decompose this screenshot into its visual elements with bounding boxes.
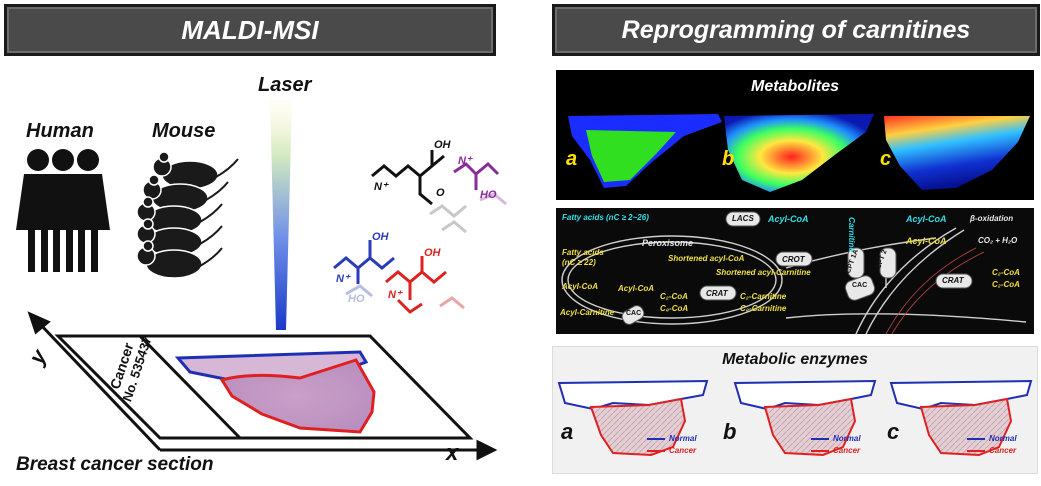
cac-2: CAC: [852, 282, 868, 289]
svg-text:OH: OH: [372, 231, 390, 243]
co2-h2o: CO₂ + H₂O: [978, 236, 1018, 245]
acyl-coa-3: Acyl-CoA: [906, 236, 947, 246]
svg-text:N⁺: N⁺: [336, 273, 351, 285]
legend-normal-c: Normal: [989, 434, 1017, 443]
c2-carnitine: C₂-Carnitine: [740, 292, 787, 301]
acyl-coa-perox: Acyl-CoA: [618, 284, 655, 293]
enzyme-maps: [557, 379, 1033, 457]
breast-cancer-caption: Breast cancer section: [16, 454, 214, 475]
fatty-acids-vlc-2: (nC ≥ 22): [562, 258, 596, 267]
legend-cancer-c: Cancer: [989, 446, 1017, 455]
laser-beam: [270, 100, 292, 330]
crot-enzyme: CROT: [782, 255, 805, 264]
shortened-acyl-coa: Shortened acyl-CoA: [668, 254, 745, 263]
carnitine-title: Reprogramming of carnitines: [621, 15, 971, 44]
mouse-icon: [136, 151, 239, 279]
c8-coa-perox: C₈-CoA: [660, 304, 689, 313]
legend-normal-b: Normal: [833, 434, 861, 443]
legend-cancer-b: Cancer: [833, 446, 861, 455]
laser-label: Laser: [258, 74, 312, 96]
enzyme-label-b: b: [723, 419, 737, 444]
fatty-acids-long: Fatty acids (nC ≥ 2~26): [562, 213, 649, 222]
enzyme-map-c: [889, 379, 1033, 457]
svg-text:OH: OH: [424, 247, 442, 259]
svg-text:N⁺: N⁺: [374, 181, 389, 193]
enzyme-map-b: [733, 379, 877, 457]
carnitine-molecules: [333, 150, 507, 314]
acyl-carnitine-left: Acyl-Carnitine: [560, 308, 615, 317]
metabolite-label-c: c: [880, 148, 892, 170]
beta-oxidation: β-oxidation: [970, 214, 1014, 223]
enzyme-label-a: a: [561, 419, 574, 444]
shortened-acyl-carnitine: Shortened acyl-Carnitine: [716, 268, 811, 277]
mouse-label: Mouse: [152, 120, 216, 142]
enzymes-panel: Metabolic enzymes a: [552, 346, 1038, 474]
maldi-illustration: N⁺ O OH N⁺ HO N⁺ OH HO N⁺ OH: [16, 100, 507, 461]
c2-coa-mito: C₂-CoA: [992, 268, 1020, 277]
pathway-panel: Fatty acids (nC ≥ 2~26) LACS Acyl-CoA Ca…: [556, 208, 1034, 334]
legend-cancer-a: Cancer: [669, 446, 697, 455]
enzyme-map-a: [557, 379, 709, 457]
tissue-section: [174, 350, 376, 434]
maldi-msi-title: MALDI-MSI: [181, 14, 319, 45]
c8-carnitine: C₈-Carnitine: [740, 304, 787, 313]
crat-perox: CRAT: [706, 289, 728, 298]
acyl-coa-left: Acyl-CoA: [562, 282, 599, 291]
c2-coa-perox: C₂-CoA: [660, 292, 688, 301]
acyl-coa-2: Acyl-CoA: [906, 214, 947, 224]
enzyme-label-c: c: [887, 419, 900, 444]
svg-text:HO: HO: [480, 189, 497, 201]
human-label: Human: [26, 120, 94, 142]
metabolite-maps: [568, 114, 1030, 192]
metabolite-label-a: a: [566, 148, 578, 170]
axes: [27, 311, 498, 461]
crat-mito: CRAT: [942, 276, 964, 285]
c8-coa-mito: C₂-CoA: [992, 280, 1020, 289]
axis-x-label: x: [446, 440, 459, 465]
metabolite-label-b: b: [722, 148, 735, 170]
metabolites-title: Metabolites: [750, 78, 839, 95]
peroxisome-label: Peroxisome: [642, 238, 694, 248]
cac-1: CAC: [626, 310, 642, 317]
human-icon: [16, 149, 110, 272]
carnitine-title-banner: Reprogramming of carnitines: [552, 4, 1040, 56]
svg-text:N⁺: N⁺: [388, 289, 403, 301]
metabolites-panel: Metabolites a b c: [556, 70, 1034, 200]
legend-normal-a: Normal: [669, 434, 697, 443]
svg-text:OH: OH: [434, 139, 452, 151]
pathway-diagram: [561, 211, 1027, 334]
svg-text:HO: HO: [348, 293, 365, 305]
lacs-enzyme: LACS: [732, 214, 754, 223]
carnitine-label: Carnitine: [846, 217, 856, 252]
svg-text:O: O: [436, 187, 445, 199]
fatty-acids-vlc: Fatty acids: [562, 248, 604, 257]
enzymes-title: Metabolic enzymes: [722, 351, 868, 368]
svg-text:N⁺: N⁺: [458, 155, 473, 167]
maldi-msi-title-banner: MALDI-MSI: [4, 4, 496, 56]
acyl-coa-1: Acyl-CoA: [768, 214, 809, 224]
